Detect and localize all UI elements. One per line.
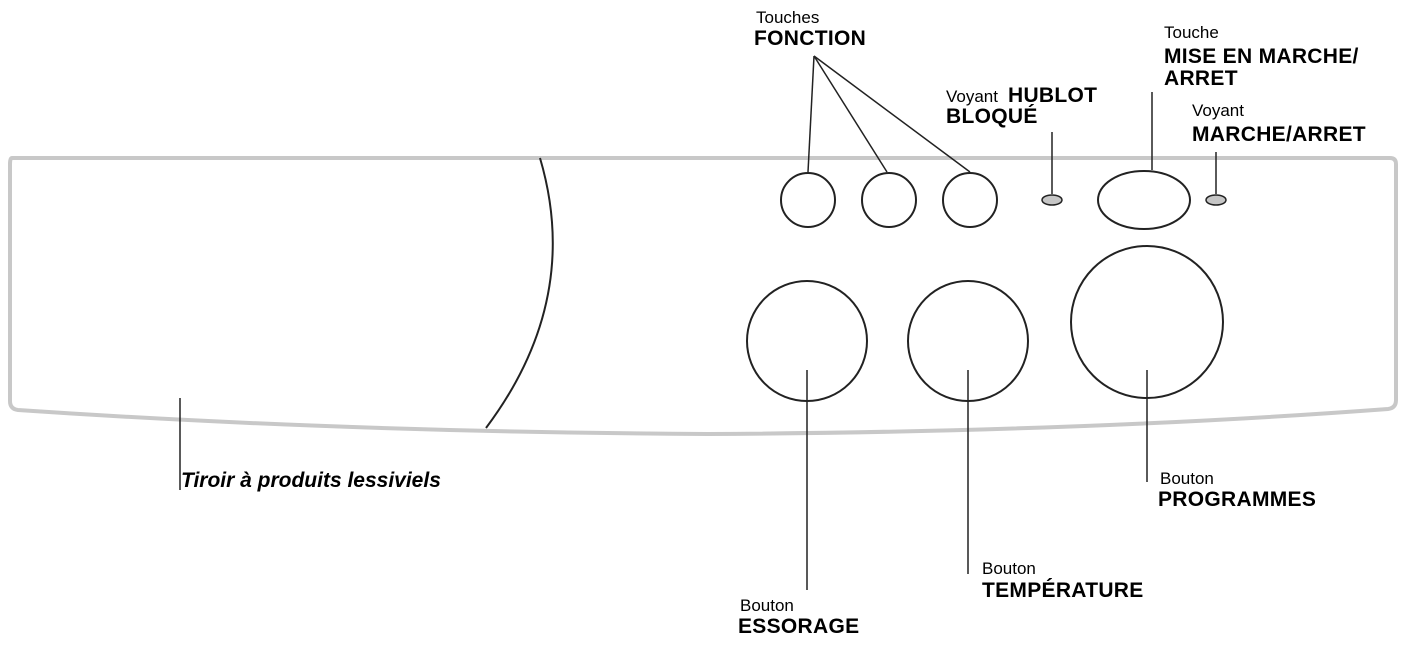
panel-outline xyxy=(8,156,1398,437)
essorage-label-big: ESSORAGE xyxy=(738,615,860,638)
tiroir-label: Tiroir à produits lessiviels xyxy=(181,469,441,492)
fonction-label-big: FONCTION xyxy=(754,27,867,50)
hublot-label-big-1: HUBLOT xyxy=(1008,84,1098,107)
hublot-label-small: Voyant xyxy=(946,87,998,106)
leader-fonction-1 xyxy=(807,55,815,173)
mise-en-marche-label-small: Touche xyxy=(1164,23,1219,42)
fonction-label-small: Touches xyxy=(756,8,820,27)
temperature-label-big: TEMPÉRATURE xyxy=(982,579,1144,602)
leader-fonction-3 xyxy=(813,55,971,173)
hublot-label-big-2: BLOQUÉ xyxy=(946,105,1038,128)
programmes-label-small: Bouton xyxy=(1160,469,1214,488)
voyant-marche-label-small: Voyant xyxy=(1192,101,1244,120)
power-key[interactable] xyxy=(1097,170,1191,230)
power-indicator xyxy=(1205,194,1227,206)
programmes-label-big: PROGRAMMES xyxy=(1158,488,1317,511)
mise-en-marche-label-big-2: ARRET xyxy=(1164,67,1238,90)
function-key-2[interactable] xyxy=(861,172,917,228)
drawer-edge xyxy=(485,157,554,429)
voyant-marche-label-big: MARCHE/ARRET xyxy=(1192,123,1366,146)
temperature-label-small: Bouton xyxy=(982,559,1036,578)
function-key-1[interactable] xyxy=(780,172,836,228)
leader-fonction-2 xyxy=(813,55,888,173)
mise-en-marche-label-big-1: MISE EN MARCHE/ xyxy=(1164,45,1359,68)
function-key-3[interactable] xyxy=(942,172,998,228)
door-locked-indicator xyxy=(1041,194,1063,206)
essorage-label-small: Bouton xyxy=(740,596,794,615)
